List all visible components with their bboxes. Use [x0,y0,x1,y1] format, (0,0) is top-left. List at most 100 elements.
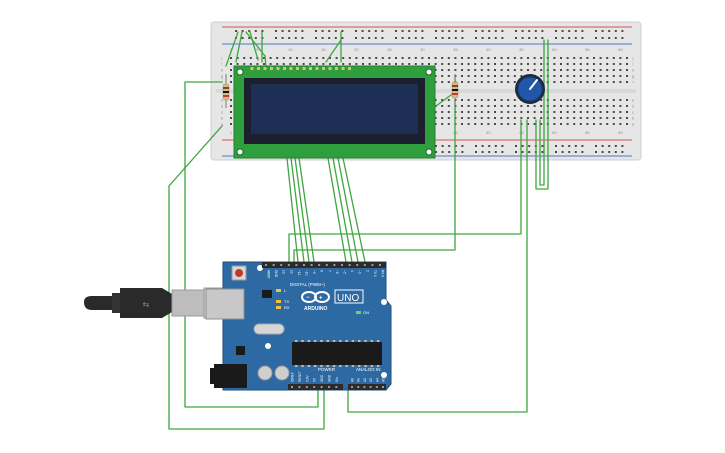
breadboard-hole[interactable] [593,123,595,125]
breadboard-hole[interactable] [480,57,483,59]
header-pin[interactable] [287,264,290,266]
breadboard-hole[interactable] [474,75,477,77]
breadboard-hole[interactable] [553,117,556,119]
breadboard-rail-hole[interactable] [481,30,484,32]
breadboard-hole[interactable] [329,57,331,59]
breadboard-hole[interactable] [236,63,239,65]
breadboard-hole[interactable] [256,63,259,65]
breadboard-rail-hole[interactable] [555,37,557,39]
header-pin[interactable] [379,264,381,266]
breadboard-rail-hole[interactable] [381,30,384,32]
breadboard-hole[interactable] [500,81,503,83]
breadboard-rail-hole[interactable] [574,145,577,147]
breadboard-hole[interactable] [533,117,536,119]
breadboard-rail-hole[interactable] [461,30,464,32]
breadboard-rail-hole[interactable] [294,30,297,32]
breadboard-hole[interactable] [447,111,450,113]
breadboard-hole[interactable] [230,99,232,101]
breadboard-hole[interactable] [368,57,371,59]
breadboard-hole[interactable] [619,111,622,113]
breadboard-hole[interactable] [408,63,411,65]
breadboard-rail-hole[interactable] [595,145,597,147]
breadboard-hole[interactable] [566,75,569,77]
breadboard-rail-hole[interactable] [241,30,244,32]
breadboard-hole[interactable] [494,81,496,83]
breadboard-hole[interactable] [474,57,477,59]
breadboard-hole[interactable] [606,57,609,59]
wire[interactable] [249,31,259,61]
header-pin[interactable] [348,264,351,266]
breadboard-hole[interactable] [474,81,477,83]
breadboard-hole[interactable] [474,69,477,71]
breadboard-hole[interactable] [619,57,622,59]
breadboard-hole[interactable] [599,99,602,101]
breadboard-hole[interactable] [566,111,569,113]
breadboard-hole[interactable] [296,63,298,65]
breadboard-hole[interactable] [487,75,490,77]
breadboard-rail-hole[interactable] [521,30,524,32]
breadboard-hole[interactable] [500,57,503,59]
breadboard-hole[interactable] [606,81,609,83]
breadboard-hole[interactable] [560,117,562,119]
wire[interactable] [332,157,353,263]
breadboard-rail-hole[interactable] [315,30,317,32]
header-pin[interactable] [272,264,275,266]
breadboard-hole[interactable] [520,69,523,71]
breadboard-hole[interactable] [494,105,496,107]
lcd-pin[interactable] [309,67,312,70]
breadboard-rail-hole[interactable] [595,30,597,32]
breadboard-rail-hole[interactable] [515,30,517,32]
breadboard-hole[interactable] [593,117,595,119]
breadboard-hole[interactable] [230,117,232,119]
header-pin[interactable] [357,386,360,388]
breadboard-hole[interactable] [461,57,463,59]
breadboard-hole[interactable] [626,63,628,65]
breadboard-hole[interactable] [612,63,615,65]
wire[interactable] [325,39,342,63]
breadboard-hole[interactable] [566,81,569,83]
breadboard-hole[interactable] [467,69,470,71]
breadboard-rail-hole[interactable] [328,37,331,39]
breadboard-hole[interactable] [507,123,510,125]
breadboard-hole[interactable] [500,99,503,101]
header-pin[interactable] [310,264,313,266]
breadboard-rail-hole[interactable] [301,30,304,32]
breadboard-hole[interactable] [513,69,516,71]
header-pin[interactable] [351,386,353,388]
breadboard-hole[interactable] [560,57,562,59]
breadboard-rail-hole[interactable] [475,145,477,147]
breadboard-hole[interactable] [573,111,576,113]
breadboard-hole[interactable] [586,123,589,125]
reset-button-icon[interactable] [231,265,247,281]
breadboard-hole[interactable] [527,63,529,65]
breadboard-hole[interactable] [434,123,437,125]
breadboard-hole[interactable] [447,57,450,59]
breadboard-hole[interactable] [474,117,477,119]
breadboard-hole[interactable] [513,81,516,83]
breadboard-hole[interactable] [507,99,510,101]
breadboard-hole[interactable] [599,81,602,83]
breadboard-rail-hole[interactable] [601,151,604,153]
breadboard-hole[interactable] [434,117,437,119]
breadboard-hole[interactable] [553,123,556,125]
breadboard-rail-hole[interactable] [481,145,484,147]
breadboard-rail-hole[interactable] [521,145,524,147]
breadboard-rail-hole[interactable] [568,37,571,39]
breadboard-hole[interactable] [230,75,232,77]
breadboard-hole[interactable] [540,57,543,59]
breadboard-hole[interactable] [573,105,576,107]
breadboard-hole[interactable] [560,69,562,71]
breadboard-hole[interactable] [520,63,523,65]
breadboard-hole[interactable] [566,117,569,119]
breadboard-hole[interactable] [500,69,503,71]
breadboard-hole[interactable] [355,63,358,65]
header-pin[interactable] [335,386,338,388]
breadboard-hole[interactable] [474,111,477,113]
breadboard-rail-hole[interactable] [355,30,357,32]
header-pin[interactable] [341,264,343,266]
breadboard-hole[interactable] [599,57,602,59]
breadboard-hole[interactable] [513,117,516,119]
breadboard-hole[interactable] [500,63,503,65]
lcd-pin[interactable] [296,67,299,70]
wire[interactable] [327,157,347,263]
